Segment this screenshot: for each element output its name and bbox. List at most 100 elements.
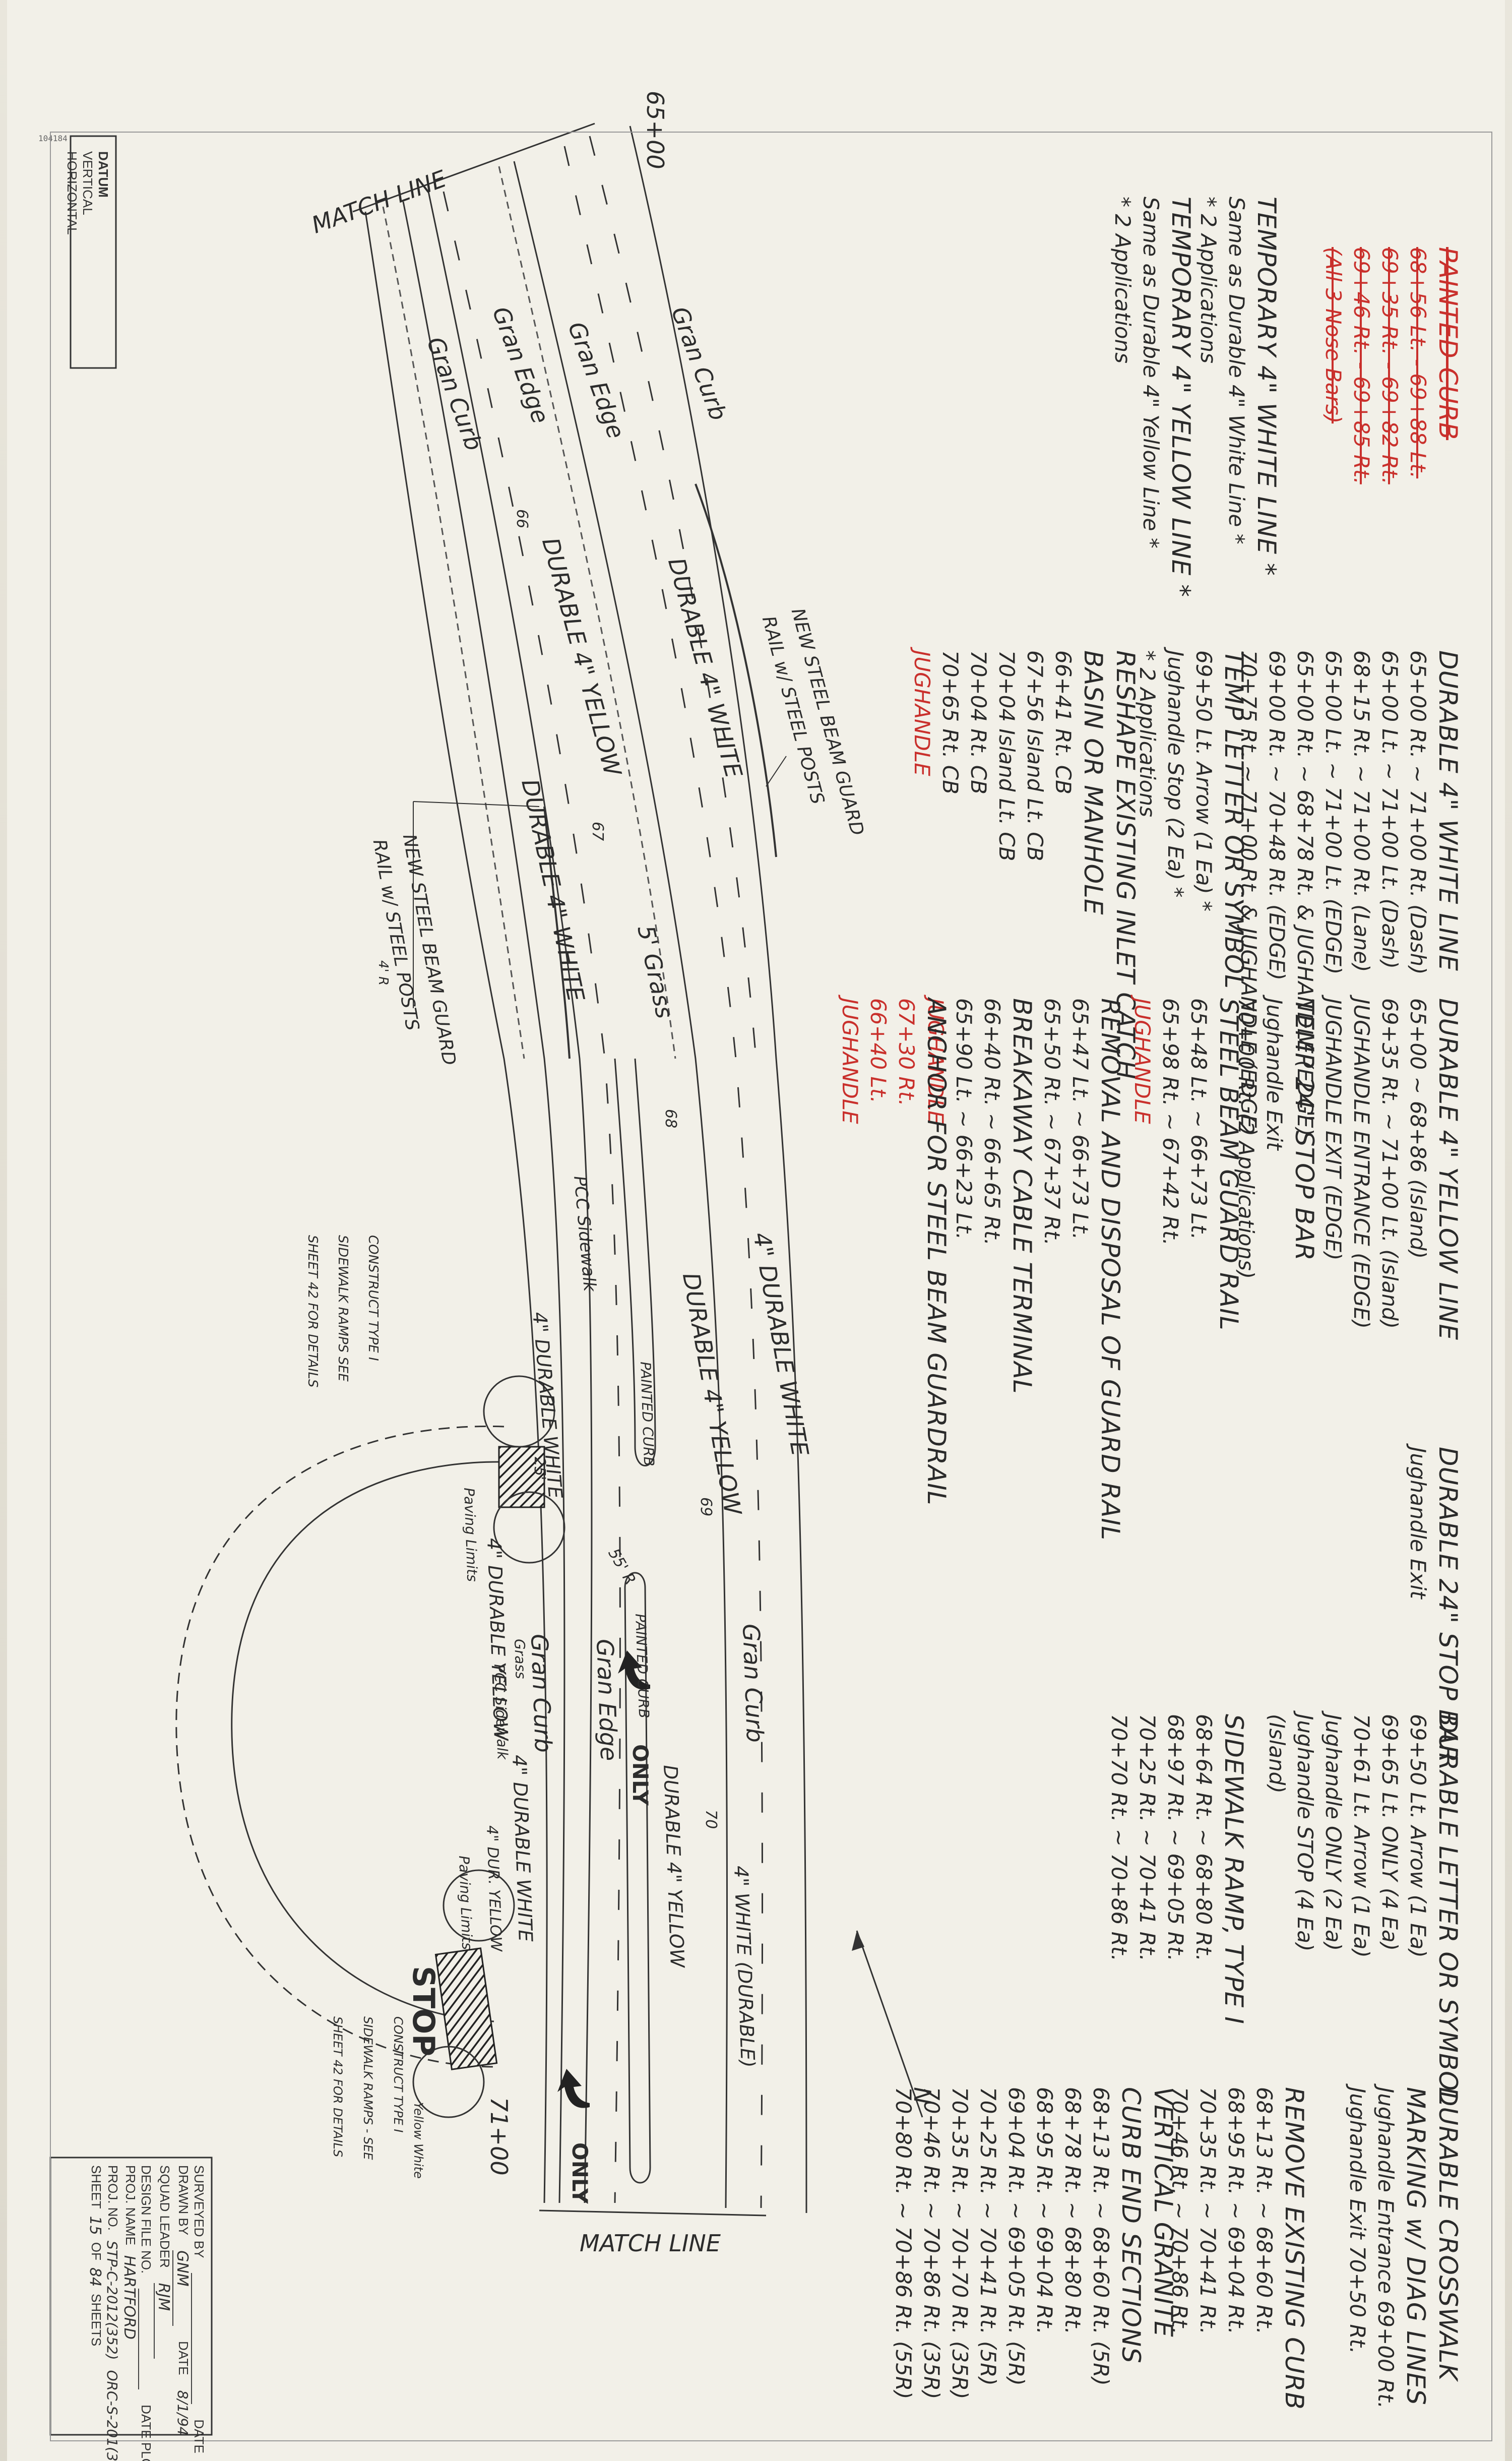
jughandle-outer [175, 1425, 505, 2068]
station-start: 65+00 [642, 91, 669, 169]
guard-rail-right [695, 483, 777, 857]
notes-temp-letter: TEMP LETTER OR SYMBOL 69+50 Lt. Arrow (1… [1133, 650, 1250, 989]
pavement-word-only: ONLY [628, 1744, 653, 1806]
road-edge-outer-right [629, 126, 807, 2213]
proj-no-value: STP-C-2012(352) [104, 2241, 120, 2360]
notes-durable-yellow: DURABLE 4" YELLOW LINE 65+00 ~ 68+86 (Is… [1319, 998, 1464, 1340]
durable-letter-line: Jughandle ONLY (2 Ea) [1321, 1714, 1346, 1951]
granite-curb-line: 68+78 Rt. ~ 68+80 Rt. [1060, 2087, 1085, 2334]
painted-curb-line: 68+56 Lt. - 69+88 Lt. [1406, 247, 1430, 479]
right-paper-edge [1505, 0, 1512, 2461]
sheet-label: SHEET [89, 2165, 104, 2209]
road-label-gran-edge-3: Gran Edge [591, 1638, 623, 1762]
durable-crosswalk-line: Jughandle Entrance 69+00 Rt. [1373, 2087, 1398, 2409]
remove-curb-line: 68+95 Rt. ~ 69+04 Rt. [1224, 2087, 1248, 2334]
painted-curb-line: (All 3 Nose Bars) [1321, 247, 1346, 424]
squad-leader-label: SQUAD LEADER [157, 2165, 172, 2268]
lane-dash-lines [443, 136, 764, 2208]
of-label: OF [89, 2242, 104, 2260]
notes-granite-curb: VERTICAL GRANITE CURB END SECTIONS 68+13… [889, 2087, 1179, 2415]
notes-temp-stop-bar: TEMP 24" STOP BAR Jughandle Exit 70+00 R… [1232, 998, 1320, 1279]
sidewalk-ramp-line: 70+25 Rt. ~ 70+41 Rt. [1135, 1714, 1160, 1961]
durable-crosswalk-line: Jughandle Exit 70+50 Rt. [1345, 2087, 1370, 2354]
durable-letter-title: DURABLE LETTER OR SYMBOL [1433, 1714, 1463, 2106]
road-label-gran-curb-3: Gran Curb [737, 1623, 769, 1743]
temp-stop-bar-line: Jughandle Exit [1262, 998, 1287, 1150]
dimension-label-25: 25' [531, 1457, 548, 1481]
temp-stop-bar-title: TEMP 24" STOP BAR [1290, 998, 1319, 1261]
sheet-border [50, 132, 1492, 2441]
pavement-word-only-2: ONLY [568, 2142, 592, 2204]
temp-yellow-title: TEMPORARY 4" YELLOW LINE * [1166, 197, 1195, 598]
durable-letter-line: 70+61 Lt. Arrow (1 Ea) [1349, 1714, 1374, 1958]
remove-curb-line: 70+35 Rt. ~ 70+41 Rt. [1195, 2087, 1220, 2334]
proj-no-value-2: ORC-S-201(351)S [104, 2370, 120, 2461]
painted-curb-line: 69+46 Rt. - 69+85 Rt. [1349, 247, 1374, 484]
datum-horizontal: HORIZONTAL [65, 151, 80, 235]
temp-letter-line: Jughandle Stop (2 Ea) * [1163, 650, 1188, 898]
title-block: SURVEYED BY DATE DRAWN BY GNM DATE 8/1/9… [86, 2165, 207, 2461]
north-arrow-label: N [909, 2087, 936, 2105]
breakaway-line: 66+40 Rt. ~ 66+65 Rt. [980, 998, 1004, 1246]
station-label: 70 [702, 1810, 720, 1829]
guard-rail-left [543, 806, 571, 1059]
date-plotted-label: DATE PLOTTED [139, 2405, 154, 2461]
temp-yellow-line: * 2 Applications [1110, 197, 1135, 363]
guard-rail-line: 65+98 Rt. ~ 67+42 Rt. [1158, 998, 1183, 1246]
date-value: 8/1/94 [174, 2390, 191, 2436]
remove-curb-title: REMOVE EXISTING CURB [1280, 2087, 1309, 2410]
road-edge-lines [364, 126, 807, 2213]
notes-durable-crosswalk: DURABLE CROSSWALK MARKING w/ DIAG LINES … [1343, 2087, 1464, 2415]
turn-arrow-icon [618, 1650, 650, 1690]
sheets-label: SHEETS [89, 2294, 104, 2347]
painted-curb-line: 69+35 Rt. - 69+82 Rt. [1377, 247, 1402, 484]
temp-white-title: TEMPORARY 4" WHITE LINE * [1252, 197, 1281, 576]
durable-yellow-title: DURABLE 4" YELLOW LINE [1433, 998, 1463, 1340]
temp-white-line: Same as Durable 4" White Line * [1224, 197, 1249, 544]
removal-guard-line: 65+50 Rt. ~ 67+37 Rt. [1040, 998, 1064, 1246]
temp-letter-title: TEMP LETTER OR SYMBOL [1219, 650, 1248, 990]
station-end: 71+00 [485, 2097, 513, 2176]
match-line-bottom: MATCH LINE [580, 2230, 721, 2257]
durable-yellow-line: 69+35 Rt. ~ 71+00 Lt. (Island) [1377, 998, 1402, 1329]
title-row-proj-no: PROJ. NO. STP-C-2012(352) ORC-S-201(351)… [104, 2165, 120, 2461]
guard-rail-line: 65+48 Lt. ~ 66+73 Lt. [1186, 998, 1211, 1240]
road-label-paving-limits-2: Paving Limits [456, 1855, 476, 1950]
island-outline-upper [614, 1058, 656, 1466]
sidewalk-ramp-note-2: CONSTRUCT TYPE I SIDEWALK RAMPS - SEE SH… [331, 2016, 405, 2160]
sidewalk-ramp-title: SIDEWALK RAMP, TYPE I [1219, 1714, 1248, 2024]
datum-block: DATUM VERTICAL HORIZONTAL [64, 151, 111, 235]
bottom-match-line [539, 2209, 767, 2217]
granite-curb-line: 70+35 Rt. ~ 70+70 Rt. (35R) [948, 2087, 972, 2400]
top-match-line [352, 122, 595, 213]
crosswalk-exit [434, 1947, 498, 2070]
anchor-line: 66+40 Lt. [866, 998, 891, 1103]
gran-edge-lines [382, 166, 676, 1059]
breakaway-line: 65+90 Lt. ~ 66+23 Lt. [952, 998, 976, 1240]
station-label: 67 [589, 822, 606, 841]
guard-rail-line: JUGHANDLE [1130, 998, 1155, 1124]
lane-dash-2 [563, 146, 764, 2208]
title-row-surveyed: SURVEYED BY DATE [191, 2165, 207, 2461]
sheet-id: 104184 [38, 134, 68, 143]
durable-letter-line: Jughandle STOP (4 Ea) [1293, 1714, 1317, 1952]
jughandle-inner [231, 1461, 499, 2022]
durable-yellow-line: 65+00 ~ 68+86 (Island) [1406, 998, 1430, 1259]
durable-letter-line: (Island) [1265, 1714, 1289, 1794]
notes-painted-curb: PAINTED CURB 68+56 Lt. - 69+88 Lt. 69+35… [1319, 247, 1464, 484]
date-label: DATE [192, 2419, 207, 2453]
north-arrow-icon [852, 1931, 864, 1951]
title-row-design-file: DESIGN FILE NO. DATE PLOTTED [138, 2165, 154, 2461]
sheet-number: 15 [86, 2216, 104, 2235]
anchor-line: JUGHANDLE [838, 998, 862, 1124]
granite-curb-line: 70+25 Rt. ~ 70+41 Rt. (5R) [976, 2087, 1000, 2386]
surveyed-by-label: SURVEYED BY [192, 2165, 207, 2258]
title-row-squad: SQUAD LEADER RJM [154, 2165, 172, 2461]
road-label-paving-limits: Paving Limits [461, 1487, 481, 1582]
granite-curb-line: 68+95 Rt. ~ 69+04 Rt. [1032, 2087, 1057, 2334]
sidewalk-ramp-note-1: CONSTRUCT TYPE I SIDEWALK RAMPS SEE SHEE… [305, 1235, 381, 1388]
drawn-by-label: DRAWN BY [176, 2165, 191, 2236]
proj-name-label: PROJ. NAME [123, 2165, 138, 2245]
sidewalk-ramp-line: 68+64 Rt. ~ 68+80 Rt. [1191, 1714, 1216, 1961]
durable-yellow-line: JUGHANDLE ENTRANCE (EDGE) [1349, 998, 1374, 1329]
